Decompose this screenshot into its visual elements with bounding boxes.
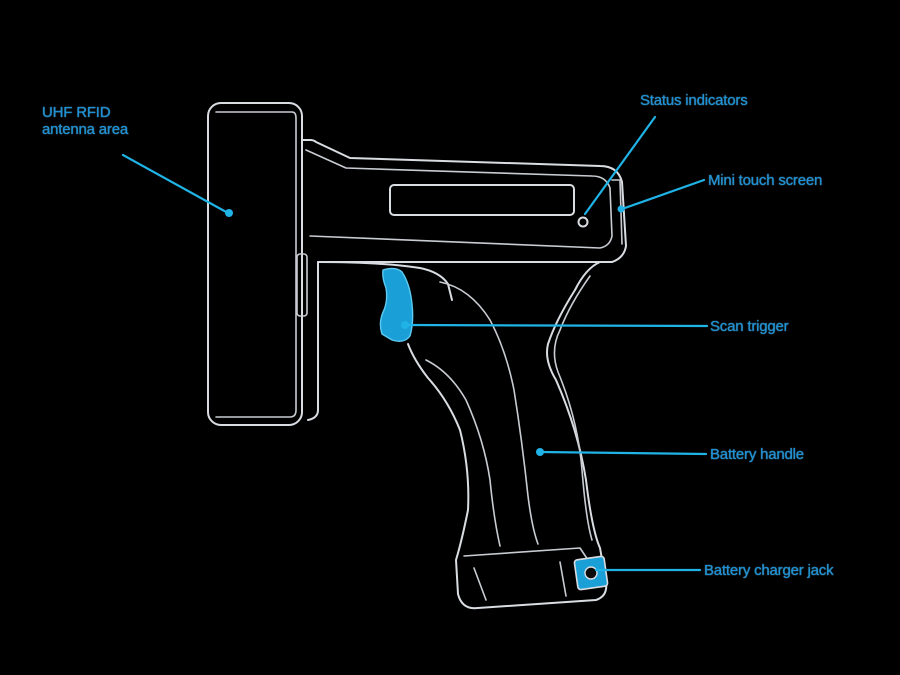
grip-front-contour (439, 281, 539, 545)
antenna-inner-edge (215, 111, 297, 418)
label-mini-touch-screen: Mini touch screen (708, 172, 823, 189)
antenna-leader-line (121, 153, 230, 215)
label-battery-charger-jack: Battery charger jack (704, 562, 834, 579)
grip-back-contour (553, 275, 593, 541)
touch-leader-line (620, 178, 706, 211)
antenna-leader-dot (225, 209, 233, 217)
label-status-indicators: Status indicators (640, 92, 748, 109)
body-top-panel (305, 149, 613, 249)
label-antenna-line-1: UHF RFID (42, 104, 111, 121)
display-slot (389, 184, 575, 216)
status-leader-line (583, 115, 657, 216)
grip-base-ribs (473, 561, 567, 601)
reader-body (301, 139, 627, 421)
handle-leader-dot (536, 448, 544, 456)
label-scan-trigger: Scan trigger (710, 318, 789, 335)
trigger-leader-dot (401, 321, 409, 329)
touch-leader-dot (617, 205, 625, 213)
antenna-housing (207, 102, 303, 426)
trigger-guard-top (317, 261, 453, 301)
label-antenna-line-2: antenna area (42, 121, 129, 138)
antenna-side-clip (296, 253, 308, 317)
grip-inner-contour (425, 359, 501, 547)
trigger-leader-line (403, 323, 709, 328)
body-front-edge (611, 179, 623, 245)
grip-outline (407, 261, 608, 610)
label-antenna: UHF RFID antenna area (42, 104, 128, 138)
charger-jack-port (584, 566, 598, 580)
handle-leader-line (538, 450, 708, 456)
label-battery-handle: Battery handle (710, 446, 804, 463)
scan-trigger (379, 267, 414, 343)
status-indicator-ring (577, 216, 589, 228)
